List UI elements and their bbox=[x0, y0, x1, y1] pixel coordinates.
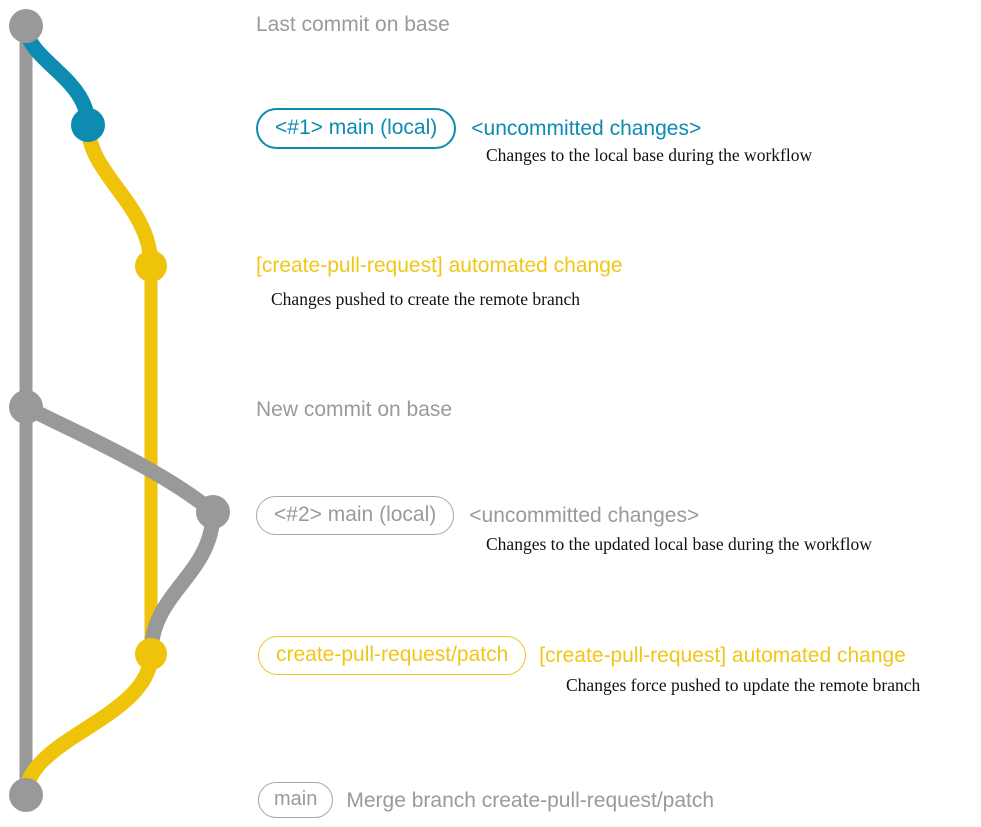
annotation-last-commit-on-base: Last commit on base bbox=[256, 14, 450, 35]
annotation-subtext-local-uncommitted-1: Changes to the local base during the wor… bbox=[486, 145, 813, 165]
node-local-commit-1 bbox=[71, 108, 105, 142]
annotation-subtext-local-uncommitted-2: Changes to the updated local base during… bbox=[486, 534, 872, 554]
annotation-headline: <uncommitted changes> bbox=[471, 117, 702, 140]
edge-base-to-local1 bbox=[18, 18, 96, 133]
annotation-headline: [create-pull-request] automated change bbox=[539, 644, 906, 667]
annotation-subtext-automated-change-1: Changes pushed to create the remote bran… bbox=[271, 289, 581, 309]
annotation-automated-change-1: [create-pull-request] automated change bbox=[256, 255, 623, 276]
annotation-subtext-automated-change-2: Changes force pushed to update the remot… bbox=[566, 675, 921, 695]
node-base-new-commit bbox=[9, 390, 43, 424]
edge-local2-to-patch2 bbox=[143, 504, 221, 662]
annotation-new-commit-on-base: New commit on base bbox=[256, 399, 452, 420]
annotation-headline: Merge branch create-pull-request/patch bbox=[346, 788, 715, 812]
annotation-merge-branch: main Merge branch create-pull-request/pa… bbox=[258, 782, 714, 818]
annotation-automated-change-2: create-pull-request/patch [create-pull-r… bbox=[258, 636, 906, 675]
edge-base2-to-local2 bbox=[18, 399, 221, 520]
edge-patch2-to-merge bbox=[18, 646, 159, 803]
node-local-commit-2 bbox=[196, 495, 230, 529]
annotation-headline: <uncommitted changes> bbox=[469, 504, 700, 527]
annotation-headline: Last commit on base bbox=[256, 13, 450, 36]
annotation-headline: [create-pull-request] automated change bbox=[256, 254, 623, 277]
branch-pill-main[interactable]: main bbox=[258, 782, 334, 818]
branch-pill-main-local-2[interactable]: <#2> main (local) bbox=[256, 496, 455, 535]
edge-local1-to-patch1 bbox=[80, 117, 159, 274]
node-patch-commit-2 bbox=[135, 638, 167, 670]
annotation-local-uncommitted-2: <#2> main (local) <uncommitted changes> bbox=[256, 496, 699, 535]
annotation-headline: New commit on base bbox=[256, 398, 453, 421]
node-base-head bbox=[9, 9, 43, 43]
annotation-local-uncommitted-1: <#1> main (local) <uncommitted changes> bbox=[256, 108, 701, 149]
branch-pill-main-local-1[interactable]: <#1> main (local) bbox=[256, 108, 457, 149]
branch-pill-create-pull-request-patch[interactable]: create-pull-request/patch bbox=[258, 636, 527, 675]
node-merge-commit bbox=[9, 778, 43, 812]
node-patch-commit-1 bbox=[135, 250, 167, 282]
